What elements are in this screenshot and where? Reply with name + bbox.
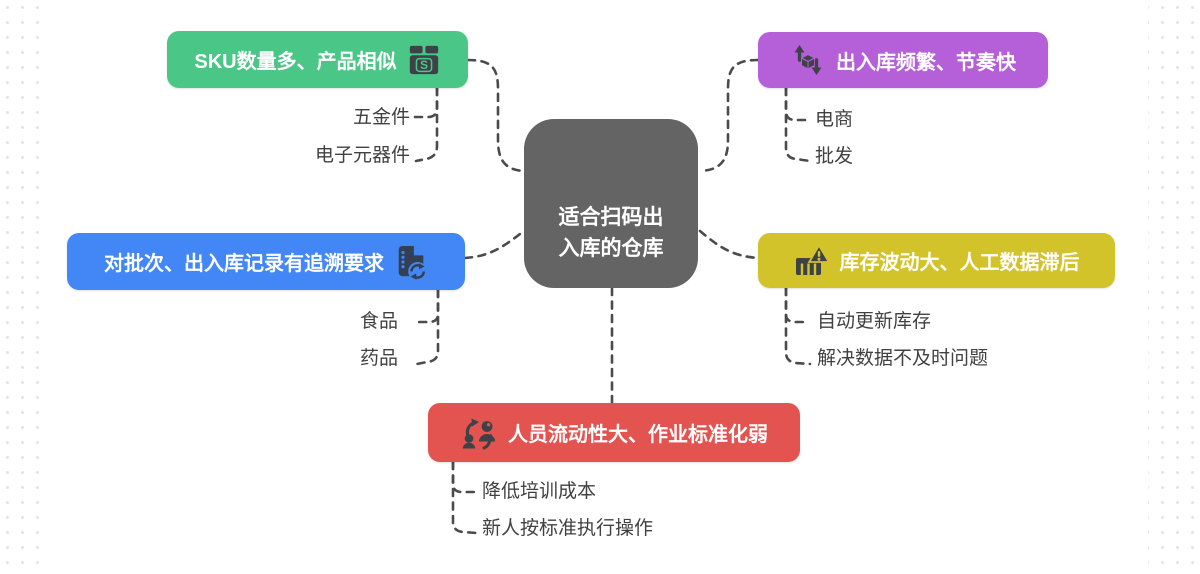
connector-sku-child1 [413, 86, 439, 119]
branch-label-stock: 库存波动大、人工数据滞后 [839, 252, 1080, 274]
document-sync-icon [394, 243, 428, 281]
root-label-line2: 入库的仓库 [558, 237, 664, 260]
root-label-line1: 适合扫码出 [558, 206, 664, 229]
connector-inout-child2 [784, 86, 812, 163]
connector-stock-child2 [784, 286, 812, 366]
connector-root-stock [698, 229, 760, 260]
connector-root-sku [466, 58, 526, 173]
connector-root-trace [463, 229, 526, 260]
connector-stock-child1 [784, 286, 811, 324]
connector-trace-child1 [414, 288, 440, 324]
branch-node-trace[interactable]: 对批次、出入库记录有追溯要求 [67, 233, 465, 290]
connector-sku-child2 [414, 86, 439, 163]
branch-label-staff: 人员流动性大、作业标准化弱 [508, 424, 768, 446]
connector-staff-child1 [451, 460, 477, 494]
connector-inout-child1 [784, 86, 811, 122]
branch-node-staff[interactable]: 人员流动性大、作业标准化弱 [428, 403, 800, 462]
leaf-medicine[interactable]: 药品 [359, 348, 398, 369]
branch-node-stock[interactable]: 库存波动大、人工数据滞后 [758, 233, 1115, 288]
leaf-reduce-training-cost[interactable]: 降低培训成本 [482, 481, 597, 502]
inventory-alert-icon [794, 243, 830, 279]
connector-root-inout [698, 58, 760, 173]
leaf-ecommerce[interactable]: 电商 [815, 109, 854, 130]
people-rotation-icon [460, 414, 498, 452]
leaf-food[interactable]: 食品 [359, 311, 398, 332]
branch-label-sku: SKU数量多、产品相似 [194, 51, 397, 73]
leaf-solve-data-delay[interactable]: 解决数据不及时问题 [817, 348, 989, 369]
leaf-wholesale[interactable]: 批发 [815, 146, 854, 167]
branch-node-inout[interactable]: 出入库频繁、节奏快 [758, 32, 1048, 88]
branch-label-trace: 对批次、出入库记录有追溯要求 [104, 253, 384, 275]
root-node[interactable]: 适合扫码出 入库的仓库 [524, 119, 698, 288]
in-out-arrows-icon [790, 42, 826, 78]
leaf-auto-update-stock[interactable]: 自动更新库存 [817, 311, 932, 332]
sku-box-icon: S [407, 43, 441, 77]
branch-label-inout: 出入库频繁、节奏快 [836, 51, 1016, 74]
branch-node-sku[interactable]: SKU数量多、产品相似 S [167, 31, 468, 88]
connector-staff-child2 [451, 460, 479, 535]
leaf-newcomer-standard-ops[interactable]: 新人按标准执行操作 [482, 518, 654, 539]
connector-trace-child2 [415, 288, 440, 366]
leaf-electronic-components[interactable]: 电子元器件 [314, 145, 410, 166]
svg-text:S: S [420, 57, 428, 71]
leaf-hardware-parts[interactable]: 五金件 [352, 107, 410, 128]
